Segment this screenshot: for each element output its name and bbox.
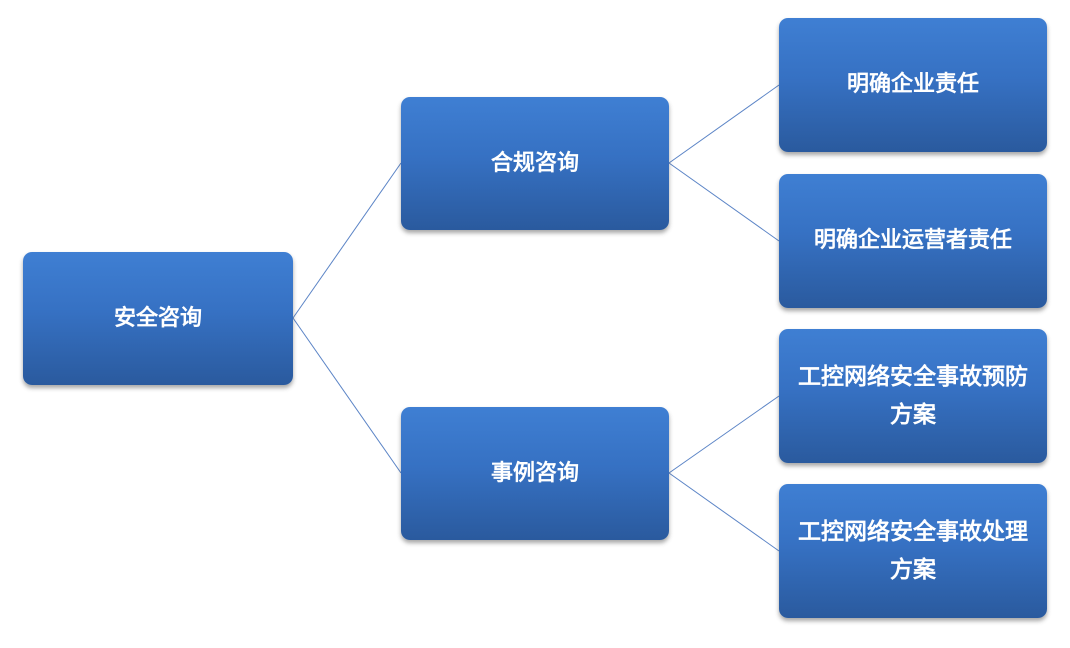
node-case-consulting: 事例咨询 bbox=[401, 407, 669, 540]
node-label: 事例咨询 bbox=[490, 460, 579, 486]
node-compliance-consulting: 合规咨询 bbox=[401, 97, 669, 230]
connector-root-to-case bbox=[292, 317, 402, 474]
connector-case-to-prevention-plan bbox=[668, 395, 780, 474]
node-accident-handling-plan: 工控网络安全事故处理方案 bbox=[779, 484, 1047, 618]
node-label: 工控网络安全事故预防方案 bbox=[798, 364, 1028, 428]
connector-compliance-to-enterprise-duty bbox=[668, 84, 780, 164]
node-label: 明确企业责任 bbox=[846, 72, 979, 97]
connector-compliance-to-operator-duty bbox=[668, 162, 780, 242]
node-enterprise-responsibility: 明确企业责任 bbox=[779, 18, 1047, 152]
node-label: 明确企业运营者责任 bbox=[813, 228, 1012, 253]
node-operator-responsibility: 明确企业运营者责任 bbox=[779, 174, 1047, 308]
connector-root-to-compliance bbox=[292, 162, 402, 319]
node-label: 合规咨询 bbox=[490, 150, 579, 176]
connector-case-to-handling-plan bbox=[668, 472, 780, 552]
node-security-consulting: 安全咨询 bbox=[23, 252, 293, 385]
node-accident-prevention-plan: 工控网络安全事故预防方案 bbox=[779, 329, 1047, 463]
node-label: 安全咨询 bbox=[113, 305, 202, 331]
node-label: 工控网络安全事故处理方案 bbox=[798, 519, 1028, 583]
